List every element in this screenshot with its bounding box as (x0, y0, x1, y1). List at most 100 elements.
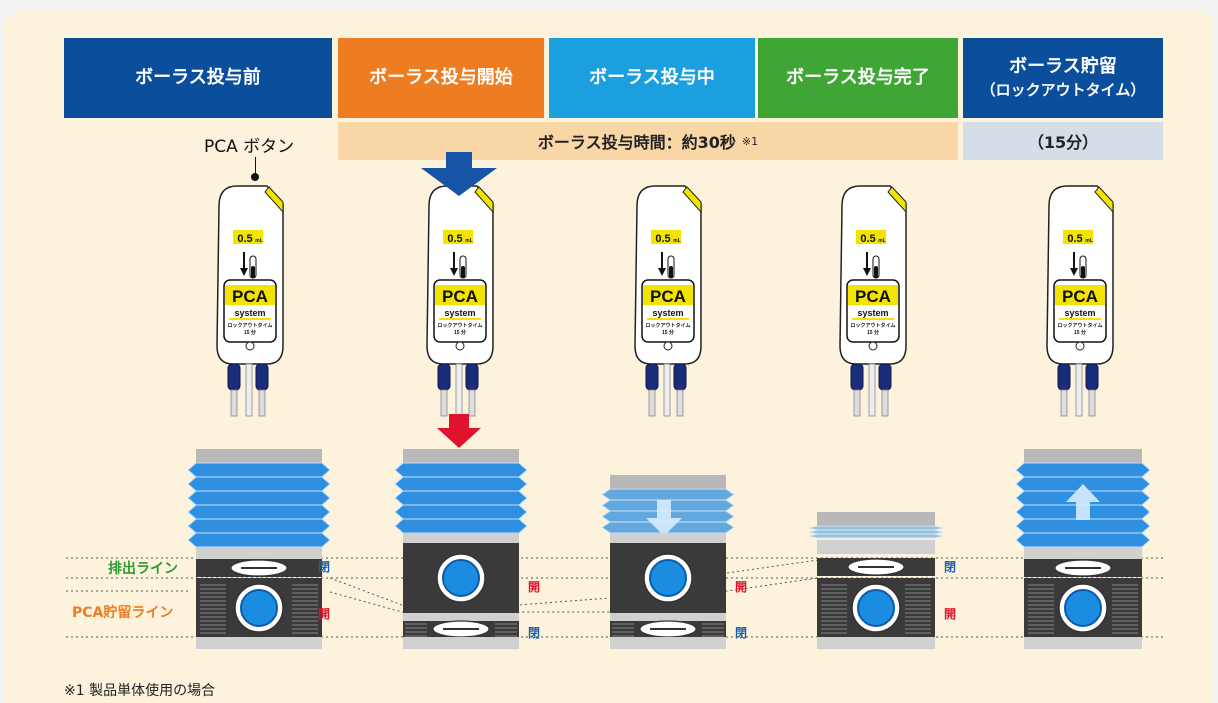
header-before-bolus: ボーラス投与前 (64, 38, 332, 118)
push-arrow-icon (421, 152, 497, 196)
bellows-fold (394, 504, 528, 520)
gauge-fill (669, 266, 673, 278)
bellows-fold (808, 529, 944, 535)
gauge-fill (461, 266, 465, 278)
side-grille (292, 584, 318, 634)
cap (1024, 449, 1142, 463)
valve-state-3b: 閉 (735, 626, 748, 640)
side-grille (1112, 584, 1138, 634)
pca-band (435, 285, 485, 305)
system-text: system (1064, 308, 1095, 318)
bellows-fold (808, 525, 944, 531)
header-bolus-start: ボーラス投与開始 (338, 38, 544, 118)
volume-unit: mL (878, 238, 886, 244)
bellows-fold (1015, 462, 1151, 478)
side-grille (1028, 584, 1054, 634)
header-label: ボーラス投与完了 (786, 66, 930, 88)
side-grille (905, 584, 931, 634)
port-open (649, 559, 687, 597)
volume-value: 0.5 (447, 233, 462, 245)
cap (403, 449, 519, 463)
volume-badge (233, 230, 263, 244)
plate (403, 613, 519, 621)
brand-text: PCA (1062, 287, 1098, 306)
lockout-text: ロックアウトタイム (228, 322, 273, 329)
volume-badge (1063, 230, 1093, 244)
plate (196, 547, 322, 559)
tube (1088, 389, 1096, 417)
tube (1060, 389, 1068, 417)
volume-unit: mL (673, 238, 681, 244)
connector (878, 363, 892, 391)
pca-button-icon (474, 186, 494, 214)
brand-text: PCA (442, 287, 478, 306)
gauge-fill (1081, 266, 1085, 278)
valve-state-4a: 閉 (944, 560, 957, 574)
hanger-hole (455, 341, 465, 351)
system-text: system (652, 308, 683, 318)
volume-badge (856, 230, 886, 244)
bellows-fold (187, 504, 331, 520)
cap (817, 512, 935, 526)
tube (676, 389, 684, 417)
header-label: ボーラス投与開始 (369, 66, 513, 88)
pca-button-icon (682, 186, 702, 214)
plate (610, 613, 726, 621)
bellows (808, 525, 944, 539)
tube (881, 389, 889, 417)
tube (868, 363, 876, 417)
volume-value: 0.5 (237, 233, 252, 245)
side-grille (405, 623, 427, 637)
down-arrow-icon (450, 268, 458, 276)
bellows-fold (394, 490, 528, 506)
drain-line-label: 排出ライン (108, 561, 178, 577)
hanger-hole (663, 341, 673, 351)
up-arrow-icon (1066, 484, 1100, 520)
brand-text: PCA (855, 287, 891, 306)
chamber-5 (1015, 449, 1151, 649)
connector (645, 363, 659, 391)
down-arrow-icon (1070, 268, 1078, 276)
volume-value: 0.5 (860, 233, 875, 245)
base (610, 637, 726, 649)
volume-badge (651, 230, 681, 244)
hanger-hole (868, 341, 878, 351)
valve-state-2b: 閉 (528, 626, 541, 640)
tube (245, 363, 253, 417)
tube (230, 389, 238, 417)
down-arrow-icon (658, 268, 666, 276)
tube (853, 389, 861, 417)
volume-unit: mL (1085, 238, 1093, 244)
cap (610, 475, 726, 489)
system-text: system (234, 308, 265, 318)
pca-band (643, 285, 693, 305)
lockout-minutes: 15 分 (244, 329, 256, 336)
pointer-line (255, 157, 256, 175)
volume-value: 0.5 (1067, 233, 1082, 245)
valve-state-2a: 開 (528, 580, 541, 594)
pca-band (225, 285, 275, 305)
hanger-hole (245, 341, 255, 351)
bolus-time-bar: ボーラス投与時間：約30秒 ※1 (338, 122, 958, 160)
connector (227, 363, 241, 391)
system-text: system (444, 308, 475, 318)
bellows-fold (808, 533, 944, 539)
connector (255, 363, 269, 391)
gauge-fill (251, 266, 255, 278)
hanger-hole (1075, 341, 1085, 351)
pca-button-icon (264, 186, 284, 214)
pointer-dot (251, 173, 259, 181)
bellows-fold (394, 462, 528, 478)
down-arrow-icon (646, 500, 682, 536)
volume-value: 0.5 (655, 233, 670, 245)
connector (437, 363, 451, 391)
bolus-time-label: ボーラス投与時間：約30秒 (537, 133, 736, 152)
pca-button-label: PCA ボタン (204, 137, 295, 157)
bellows-fold (187, 476, 331, 492)
chamber-1 (187, 449, 331, 649)
bellows-fold (187, 518, 331, 534)
side-grille (702, 623, 724, 637)
